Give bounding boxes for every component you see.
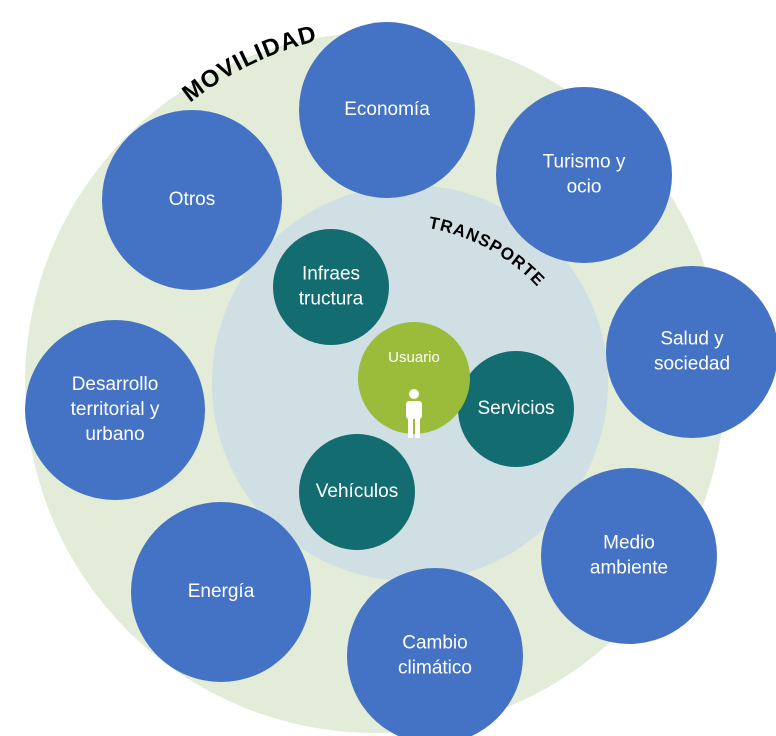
mobility-node-turismo: Turismo y ocio (496, 87, 672, 263)
transport-node-servicios: Servicios (458, 351, 574, 467)
mobility-node-circle-economia (299, 22, 475, 198)
transport-node-label-infraestructura: tructura (299, 289, 364, 310)
transport-node-circle-vehiculos (299, 434, 415, 550)
mobility-node-label-desarrollo: Desarrollo (72, 374, 159, 395)
mobility-node-circle-salud (606, 266, 776, 438)
mobility-node-label-economia: Economía (344, 99, 430, 120)
mobility-node-label-desarrollo: territorial y (71, 399, 160, 420)
transport-node-label-vehiculos: Vehículos (316, 481, 398, 502)
mobility-node-otros: Otros (102, 110, 282, 290)
person-icon (406, 389, 422, 438)
transport-node-vehiculos: Vehículos (299, 434, 415, 550)
mobility-node-medio-ambiente: Medio ambiente (541, 468, 717, 644)
transport-node-label-servicios: Servicios (477, 398, 554, 419)
transport-node-circle-servicios (458, 351, 574, 467)
user-center-label: Usuario (388, 349, 440, 366)
mobility-node-label-otros: Otros (169, 189, 215, 210)
mobility-node-label-turismo: ocio (567, 177, 602, 198)
mobility-node-label-cambio-climatico: climático (398, 658, 472, 679)
user-center-circle (358, 322, 470, 434)
mobility-node-circle-desarrollo (25, 320, 205, 500)
mobility-node-label-medio-ambiente: ambiente (590, 558, 668, 579)
user-center-node: Usuario (358, 322, 470, 438)
mobility-node-economia: Economía (299, 22, 475, 198)
mobility-node-circle-otros (102, 110, 282, 290)
mobility-node-circle-medio-ambiente (541, 468, 717, 644)
mobility-node-label-turismo: Turismo y (543, 152, 626, 173)
mobility-node-label-desarrollo: urbano (85, 424, 144, 445)
mobility-node-cambio-climatico: Cambio climático (347, 568, 523, 736)
mobility-node-circle-energia (131, 502, 311, 682)
transport-node-label-infraestructura: Infraes (302, 264, 360, 285)
mobility-node-label-energia: Energía (188, 581, 255, 602)
mobility-node-circle-cambio-climatico (347, 568, 523, 736)
transport-node-infraestructura: Infraes tructura (273, 229, 389, 345)
mobility-node-label-medio-ambiente: Medio (603, 533, 655, 554)
mobility-node-salud: Salud y sociedad (606, 266, 776, 438)
mobility-node-desarrollo: Desarrollo territorial y urbano (25, 320, 205, 500)
mobility-node-energia: Energía (131, 502, 311, 682)
mobility-node-label-salud: sociedad (654, 354, 730, 375)
mobility-node-label-salud: Salud y (660, 329, 724, 350)
mobility-node-circle-turismo (496, 87, 672, 263)
mobility-node-label-cambio-climatico: Cambio (402, 633, 467, 654)
transport-node-circle-infraestructura (273, 229, 389, 345)
